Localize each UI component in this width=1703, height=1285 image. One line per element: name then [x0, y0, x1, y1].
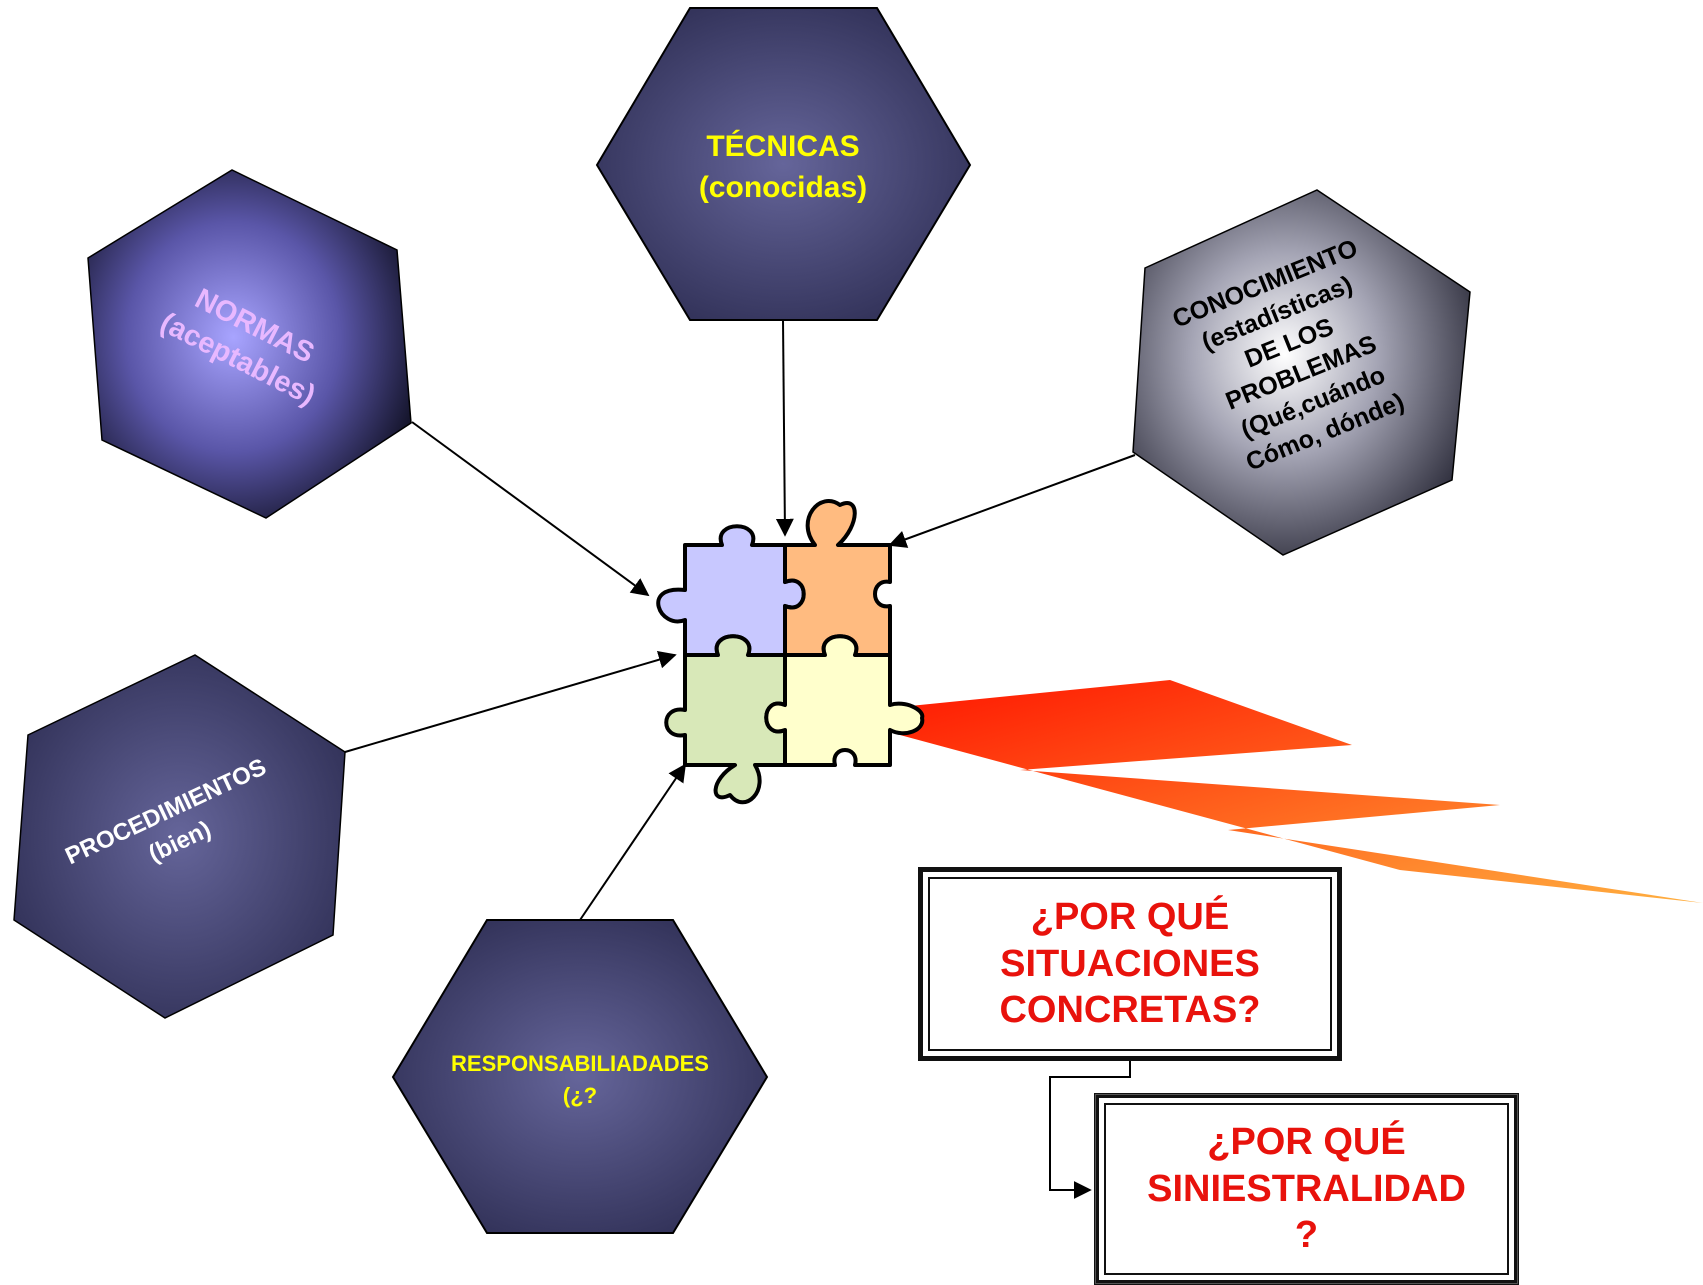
arrow-tecnicas: [775, 319, 794, 537]
question-siniestralidad-text: ¿POR QUÉ SINIESTRALIDAD ?: [1147, 1121, 1466, 1257]
arrow-normas: [411, 421, 650, 597]
question-box-situaciones-frame: [928, 877, 1332, 1051]
box-connector: [1049, 1061, 1131, 1199]
lightning-bolt: [890, 680, 1703, 903]
puzzle-piece-orange: [783, 499, 892, 657]
arrow-responsabilidades: [579, 763, 687, 921]
question-box-siniestralidad-outline: [1095, 1094, 1518, 1284]
puzzle-piece-yellow: [764, 634, 925, 767]
hex-conocimiento: CONOCIMIENTO (estadísticas) DE LOS PROBL…: [1132, 189, 1471, 556]
question-situaciones-text: ¿POR QUÉ SITUACIONES CONCRETAS?: [999, 896, 1261, 1032]
hex-tecnicas-line2: (conocidas): [699, 171, 867, 204]
question-box-siniestralidad-frame: [1104, 1103, 1509, 1275]
arrow-conocimiento: [888, 454, 1136, 548]
hex-responsabilidades-line2: (¿?: [563, 1083, 597, 1108]
hex-responsabilidades-line1: RESPONSABILIADADES: [451, 1051, 709, 1076]
hex-responsabilidades: RESPONSABILIADADES (¿?: [391, 919, 769, 1234]
hex-tecnicas-line1: TÉCNICAS: [706, 129, 859, 163]
arrow-procedimientos: [344, 650, 677, 753]
question-box-siniestralidad: ¿POR QUÉ SINIESTRALIDAD ?: [1094, 1093, 1519, 1285]
puzzle-piece-green: [664, 634, 787, 805]
hex-tecnicas: TÉCNICAS (conocidas): [595, 7, 972, 321]
puzzle-icon: [656, 499, 925, 805]
question-box-situaciones: ¿POR QUÉ SITUACIONES CONCRETAS?: [918, 867, 1342, 1061]
hex-normas: NORMAS (aceptables): [87, 169, 412, 519]
hex-procedimientos: PROCEDIMIENTOS (bien): [13, 654, 346, 1019]
